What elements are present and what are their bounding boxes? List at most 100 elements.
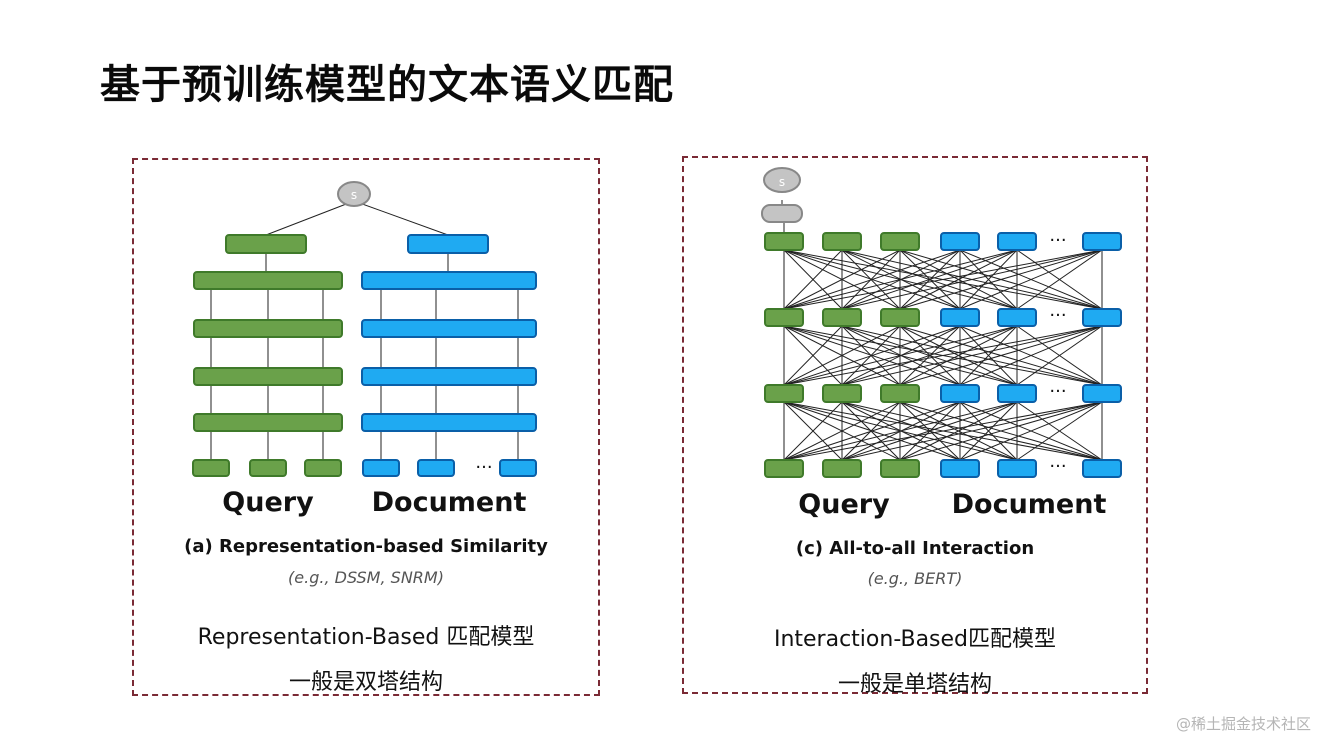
document-token-node — [940, 232, 980, 251]
query-encoder-layer — [193, 271, 343, 290]
query-token — [249, 459, 287, 477]
ellipsis: ··· — [1049, 381, 1066, 402]
connection-line — [783, 249, 961, 310]
ellipsis: ··· — [1049, 305, 1066, 326]
query-token-node — [764, 308, 804, 327]
document-token-node — [940, 459, 980, 478]
connection-line — [959, 401, 1018, 461]
query-token-node — [880, 384, 920, 403]
query-embedding-node — [225, 234, 307, 254]
connection-line — [959, 325, 1018, 386]
model-structure-note: 一般是单塔结构 — [837, 672, 992, 697]
ellipsis: ··· — [475, 457, 492, 478]
connection-line — [841, 325, 1018, 386]
connection-line — [783, 401, 1018, 461]
diagram-nodes — [761, 167, 1122, 478]
score-symbol: s — [779, 175, 785, 189]
connection-line — [959, 249, 1018, 310]
connection-line — [1016, 249, 1103, 310]
query-token — [304, 459, 342, 477]
connection-line — [783, 401, 961, 461]
query-encoder-layer — [193, 413, 343, 432]
connection-line — [899, 249, 1018, 310]
connection-line — [959, 401, 1103, 461]
connection-line — [899, 325, 1018, 386]
document-token-node — [940, 308, 980, 327]
document-encoder-layer — [361, 413, 537, 432]
connection-line — [783, 249, 901, 310]
query-encoder-layer — [193, 319, 343, 338]
document-token-node — [1082, 384, 1122, 403]
page-title: 基于预训练模型的文本语义匹配 — [100, 62, 674, 108]
representation-based-panel: s ··· Query Document (a) Representation-… — [132, 158, 600, 696]
document-token-node — [940, 384, 980, 403]
diagram-caption: (a) Representation-based Similarity — [184, 536, 548, 557]
query-token-node — [822, 459, 862, 478]
pooling-node — [761, 204, 803, 223]
document-encoder-layer — [361, 271, 537, 290]
connection-line — [841, 325, 1103, 386]
document-token-node — [997, 384, 1037, 403]
query-token-node — [822, 384, 862, 403]
connection-line — [783, 325, 901, 386]
query-token-node — [764, 232, 804, 251]
connection-line — [899, 325, 1103, 386]
query-token-node — [764, 384, 804, 403]
query-label: Query — [222, 487, 314, 518]
connection-line — [783, 325, 1018, 386]
score-node — [337, 181, 371, 207]
document-token-node — [997, 308, 1037, 327]
query-token — [192, 459, 230, 477]
document-encoder-layer — [361, 367, 537, 386]
document-encoder-layer — [361, 319, 537, 338]
connection-line — [783, 249, 1018, 310]
representation-based-diagram: s ··· Query Document — [192, 181, 537, 518]
query-token-node — [880, 308, 920, 327]
connection-line — [1016, 325, 1103, 386]
diagram-nodes — [192, 181, 537, 477]
connection-line — [841, 401, 1103, 461]
score-symbol: s — [351, 188, 357, 202]
interaction-based-panel: s ··· ··· ··· ··· Query Document (c) All… — [682, 156, 1148, 697]
query-token-node — [822, 308, 862, 327]
connection-lines — [210, 200, 519, 460]
model-structure-note: 一般是双塔结构 — [288, 670, 443, 695]
connection-line — [899, 249, 1103, 310]
document-token — [499, 459, 537, 477]
connection-line — [1016, 401, 1103, 461]
diagram-examples: (e.g., DSSM, SNRM) — [288, 568, 444, 587]
connection-line — [783, 325, 961, 386]
score-node — [763, 167, 801, 193]
connection-lines — [781, 200, 1103, 461]
model-note: Interaction-Based匹配模型 — [773, 627, 1057, 652]
diagram-examples: (e.g., BERT) — [867, 569, 963, 588]
connection-line — [783, 401, 843, 461]
query-label: Query — [798, 489, 890, 520]
connection-line — [783, 325, 1103, 386]
connection-line — [841, 401, 1018, 461]
connection-line — [841, 249, 1018, 310]
ellipsis: ··· — [1049, 230, 1066, 251]
connection-line — [783, 325, 843, 386]
connection-line — [959, 249, 1103, 310]
document-label: Document — [372, 487, 527, 518]
document-token — [362, 459, 400, 477]
model-note: Representation-Based 匹配模型 — [197, 625, 535, 650]
connection-line — [783, 401, 901, 461]
query-token-node — [880, 459, 920, 478]
connection-line — [783, 249, 1103, 310]
connection-line — [841, 249, 1103, 310]
document-token-node — [997, 459, 1037, 478]
document-token — [417, 459, 455, 477]
diagram-caption: (c) All-to-all Interaction — [795, 538, 1035, 559]
query-token-node — [880, 232, 920, 251]
query-encoder-layer — [193, 367, 343, 386]
connection-line — [265, 200, 355, 236]
document-embedding-node — [407, 234, 489, 254]
document-token-node — [1082, 459, 1122, 478]
document-token-node — [997, 232, 1037, 251]
ellipsis: ··· — [1049, 456, 1066, 477]
document-token-node — [1082, 232, 1122, 251]
connection-line — [783, 401, 1103, 461]
connection-line — [899, 401, 1018, 461]
